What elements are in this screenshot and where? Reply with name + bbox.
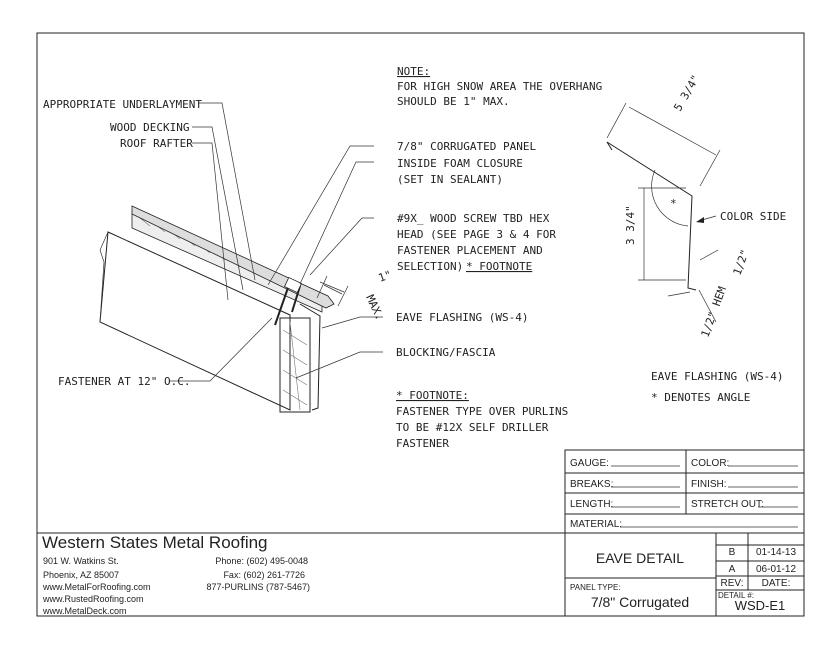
sheet-border xyxy=(36,32,805,617)
tb-panel-type: 7/8" Corrugated xyxy=(591,594,689,610)
tb-gauge-label: GAUGE: xyxy=(570,458,609,469)
tb-date-label: DATE: xyxy=(762,578,791,589)
callout-screw-footnote: * FOOTNOTE xyxy=(466,260,532,273)
callout-panel: 7/8" CORRUGATED PANEL xyxy=(397,140,536,153)
company-address-1: 901 W. Watkins St. xyxy=(43,556,119,566)
company-web-1: www.MetalForRoofing.com xyxy=(42,582,151,592)
tb-detail-label: DETAIL #: xyxy=(718,591,754,600)
callout-screw-4: SELECTION) xyxy=(397,260,463,273)
tb-panel-type-label: PANEL TYPE: xyxy=(570,583,621,592)
overhang-dim-max: MAX. xyxy=(363,293,386,323)
tb-length-label: LENGTH: xyxy=(570,499,613,510)
company-web-2: www.RustedRoofing.com xyxy=(42,594,144,604)
footnote-title: * FOOTNOTE: xyxy=(396,389,469,402)
note-line-1: FOR HIGH SNOW AREA THE OVERHANG xyxy=(397,80,602,93)
footnote-line-2: TO BE #12X SELF DRILLER xyxy=(396,421,549,434)
title-block-grid xyxy=(37,449,805,617)
company-name: Western States Metal Roofing xyxy=(42,533,268,552)
profile-angle-mark: * xyxy=(670,197,677,210)
tb-rev-b-date: 01-14-13 xyxy=(756,547,796,558)
tb-rev-b: B xyxy=(729,547,736,558)
tb-rev-a: A xyxy=(729,564,736,575)
profile-dim-drip: 1/2" xyxy=(731,248,752,277)
profile-dim-side: 3 3/4" xyxy=(624,205,637,245)
profile-dim-top: 5 3/4" xyxy=(671,73,702,114)
profile-dim-hem: 1/2" HEM xyxy=(699,284,729,339)
callout-wood-decking: WOOD DECKING xyxy=(110,121,189,134)
leader-lines xyxy=(170,102,383,382)
profile-title: EAVE FLASHING (WS-4) xyxy=(651,370,783,383)
callout-foam-closure-1: INSIDE FOAM CLOSURE xyxy=(397,157,523,170)
callout-foam-closure-2: (SET IN SEALANT) xyxy=(397,173,503,186)
callout-eave-flashing: EAVE FLASHING (WS-4) xyxy=(396,311,528,324)
title-block-fill-lines xyxy=(611,465,798,528)
tb-rev-label: REV: xyxy=(721,578,744,589)
profile-labels: 5 3/4" 3 3/4" * COLOR SIDE 1/2" 1/2" HEM… xyxy=(624,73,786,404)
tb-detail-number: WSD-E1 xyxy=(735,598,786,613)
tb-drawing-title: EAVE DETAIL xyxy=(596,550,684,566)
callout-blocking: BLOCKING/FASCIA xyxy=(396,346,496,359)
company-phone: Phone: (602) 495-0048 xyxy=(215,556,308,566)
tb-color-label: COLOR: xyxy=(691,458,729,469)
callout-fastener: FASTENER AT 12" O.C. xyxy=(58,375,190,388)
flashing-profile-drawing xyxy=(606,102,721,323)
callout-screw-3: FASTENER PLACEMENT AND xyxy=(397,244,543,257)
overhang-dim-value: 1" xyxy=(377,268,394,285)
profile-color-side: COLOR SIDE xyxy=(720,210,786,223)
tb-stretch-label: STRETCH OUT: xyxy=(691,499,764,510)
tb-finish-label: FINISH: xyxy=(691,479,727,490)
company-tollfree: 877-PURLINS (787-5467) xyxy=(206,582,310,592)
company-block: Western States Metal Roofing 901 W. Watk… xyxy=(42,533,310,616)
tb-breaks-label: BREAKS: xyxy=(570,479,613,490)
note-title: NOTE: xyxy=(397,65,430,78)
note-line-2: SHOULD BE 1" MAX. xyxy=(397,95,510,108)
callout-labels: APPROPRIATE UNDERLAYMENT WOOD DECKING RO… xyxy=(43,65,602,450)
eave-section-drawing xyxy=(99,205,349,413)
footnote-line-3: FASTENER xyxy=(396,437,449,450)
company-web-3: www.MetalDeck.com xyxy=(42,606,127,616)
callout-screw-1: #9X_ WOOD SCREW TBD HEX xyxy=(397,212,550,225)
tb-rev-a-date: 06-01-12 xyxy=(756,564,796,575)
profile-angle-note: * DENOTES ANGLE xyxy=(651,391,750,404)
callout-screw-2: HEAD (SEE PAGE 3 & 4 FOR xyxy=(397,228,556,241)
callout-underlayment: APPROPRIATE UNDERLAYMENT xyxy=(43,98,202,111)
title-block-text: GAUGE: COLOR: BREAKS: FINISH: LENGTH: ST… xyxy=(570,458,796,613)
company-address-2: Phoenix, AZ 85007 xyxy=(43,570,119,580)
callout-roof-rafter: ROOF RAFTER xyxy=(120,137,193,150)
footnote-line-1: FASTENER TYPE OVER PURLINS xyxy=(396,405,568,418)
tb-material-label: MATERIAL: xyxy=(570,519,622,530)
company-fax: Fax: (602) 261-7726 xyxy=(223,570,305,580)
